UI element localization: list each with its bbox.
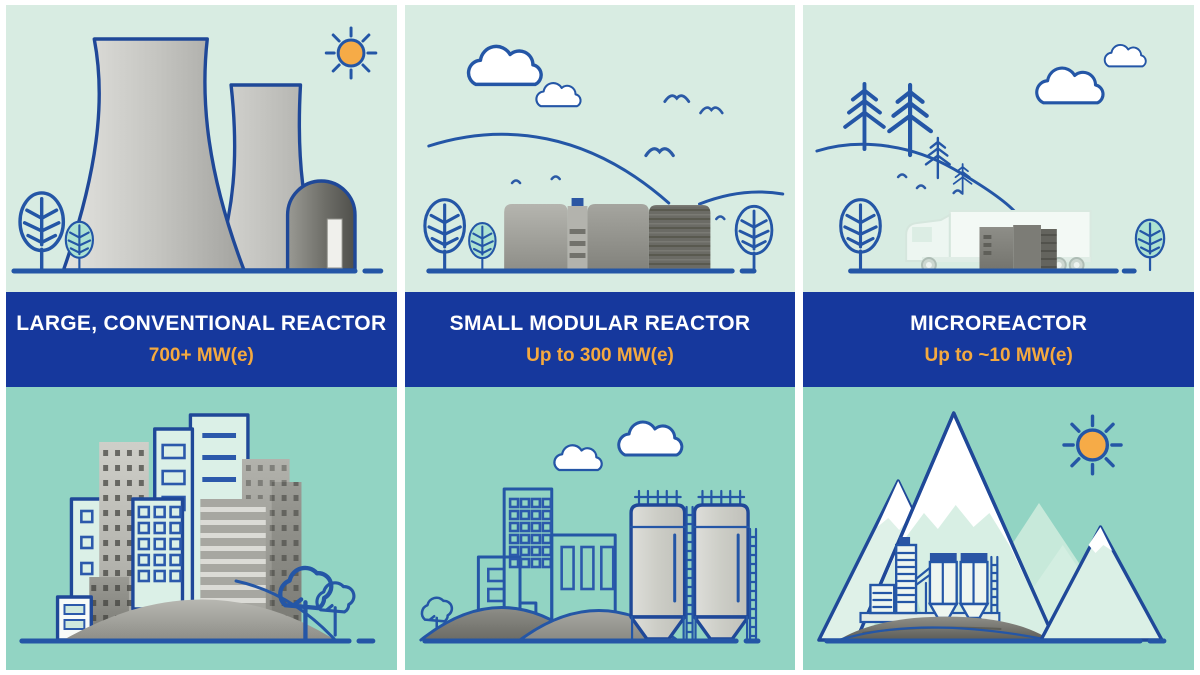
banner-microreactor: MICROREACTOR Up to ~10 MW(e) xyxy=(803,292,1194,387)
cloud-icon xyxy=(466,44,543,87)
banner-small-modular: SMALL MODULAR REACTOR Up to 300 MW(e) xyxy=(404,292,796,387)
tree-filled-icon xyxy=(467,222,497,272)
containment-dome xyxy=(285,179,357,272)
bird-icon xyxy=(643,147,675,158)
sun-icon xyxy=(1062,414,1124,476)
pine-tree-icon xyxy=(890,85,932,155)
ladder xyxy=(748,527,757,642)
hill-curve-right xyxy=(697,190,784,206)
hill-outline xyxy=(234,579,337,642)
hill-curve xyxy=(426,132,670,205)
bird-icon xyxy=(897,173,964,195)
smr-plant-scene xyxy=(404,5,796,292)
ladder xyxy=(685,505,694,642)
tree-icon xyxy=(422,198,466,272)
tree-icon xyxy=(18,191,66,272)
cloud-icon xyxy=(1104,43,1148,68)
hill-mound xyxy=(63,599,336,640)
panel-small-modular: SMALL MODULAR REACTOR Up to 300 MW(e) xyxy=(404,5,796,670)
industrial-scene xyxy=(404,387,796,670)
industrial-site-illustration xyxy=(419,420,761,644)
hill-curve xyxy=(815,142,1018,215)
cloud-icon xyxy=(552,444,603,472)
cloud-icon xyxy=(1035,66,1105,105)
cooling-tower-large xyxy=(61,37,246,272)
cloud-icon xyxy=(534,82,582,108)
tree-filled-icon xyxy=(1135,218,1166,272)
factory-buildings xyxy=(476,487,617,642)
tree-icon xyxy=(839,198,883,272)
microreactor-transport-scene xyxy=(803,5,1194,292)
bird-icon xyxy=(663,94,690,104)
panel-title: SMALL MODULAR REACTOR xyxy=(449,312,751,335)
sun-icon xyxy=(324,26,378,80)
small-plant-facility xyxy=(859,537,1001,624)
pine-tree-icon xyxy=(843,82,887,151)
panel-capacity: Up to ~10 MW(e) xyxy=(924,345,1073,366)
remote-site-illustration xyxy=(817,411,1167,644)
reactor-module xyxy=(979,225,1058,270)
tree-icon xyxy=(734,204,774,272)
conventional-plant-illustration xyxy=(11,26,384,274)
panel-microreactor: MICROREACTOR Up to ~10 MW(e) xyxy=(803,5,1194,670)
cloud-icon xyxy=(616,420,684,457)
remote-site-scene xyxy=(803,387,1194,670)
panel-title: LARGE, CONVENTIONAL REACTOR xyxy=(16,312,387,335)
city-scene xyxy=(6,387,397,670)
banner-large-conventional: LARGE, CONVENTIONAL REACTOR 700+ MW(e) xyxy=(6,292,397,387)
panel-capacity: Up to 300 MW(e) xyxy=(526,345,674,366)
panel-capacity: 700+ MW(e) xyxy=(148,345,254,366)
bird-icon xyxy=(510,175,726,221)
microreactor-transport-illustration xyxy=(815,43,1166,274)
smr-plant-illustration xyxy=(422,44,784,274)
panel-title: MICROREACTOR xyxy=(910,312,1088,335)
silo xyxy=(629,489,686,641)
conventional-plant-scene xyxy=(6,5,397,292)
bird-icon xyxy=(698,106,724,115)
smr-reactor-units xyxy=(503,198,711,270)
city-illustration xyxy=(19,413,376,644)
silo xyxy=(692,489,750,641)
rocky-ground xyxy=(837,616,1051,642)
panel-large-conventional: LARGE, CONVENTIONAL REACTOR 700+ MW(e) xyxy=(6,5,397,670)
